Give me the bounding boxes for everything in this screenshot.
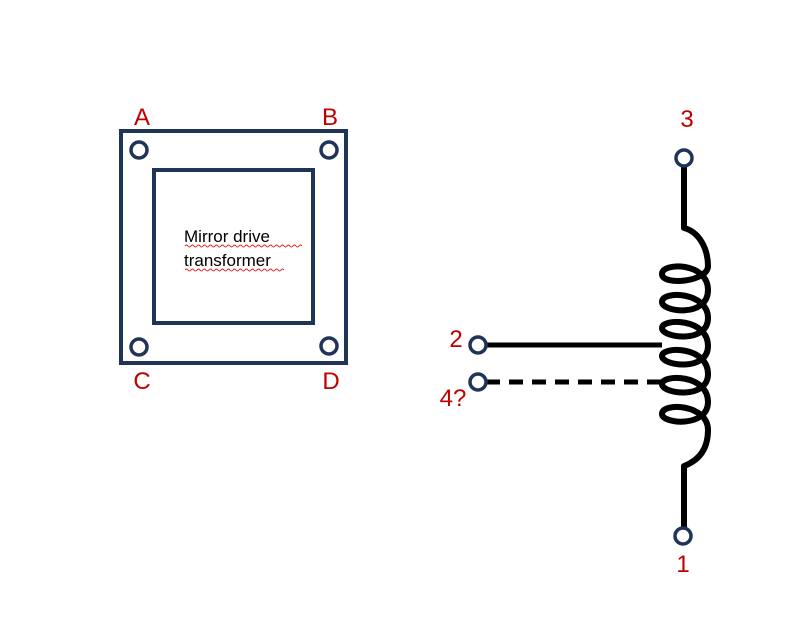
mounting-hole-b xyxy=(319,140,339,160)
corner-label-c: C xyxy=(133,368,150,395)
pin-3-label: 3 xyxy=(680,106,693,133)
corner-label-d: D xyxy=(322,368,339,395)
transformer-package: A B C D Mirror drive transformer xyxy=(119,104,348,395)
pin-3-terminal xyxy=(674,148,694,168)
transformer-outer-frame xyxy=(119,129,348,365)
pin-4-terminal xyxy=(468,372,488,392)
pin-2-terminal xyxy=(468,335,488,355)
corner-label-a: A xyxy=(134,104,150,131)
corner-label-b: B xyxy=(322,104,338,131)
transformer-inner-core xyxy=(152,168,315,325)
pin-1-label: 1 xyxy=(676,551,689,578)
mounting-hole-c xyxy=(129,337,149,357)
coil-winding xyxy=(659,225,711,469)
transformer-name-line1: Mirror drive xyxy=(184,227,270,246)
mounting-hole-d xyxy=(319,336,339,356)
pin-2-label: 2 xyxy=(449,326,462,353)
mounting-hole-a xyxy=(129,140,149,160)
transformer-name-line2: transformer xyxy=(184,251,271,270)
coil-schematic: 3 1 2 4? xyxy=(440,106,711,578)
spellcheck-underline-2 xyxy=(184,268,285,272)
pin-4-label: 4? xyxy=(440,385,467,412)
spellcheck-underline-1 xyxy=(184,244,303,248)
pin-1-terminal xyxy=(673,526,693,546)
